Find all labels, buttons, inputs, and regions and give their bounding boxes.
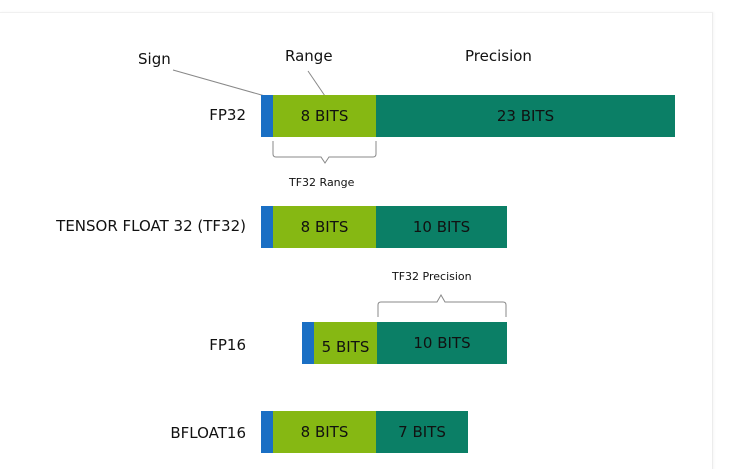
tf32-range-label: TF32 Range (289, 176, 355, 189)
range-pointer-line (307, 70, 326, 97)
tf32-sign-segment (261, 206, 273, 248)
range-header: Range (285, 47, 333, 65)
tf32-precision-bracket (377, 293, 507, 317)
row-label-bfloat16: BFLOAT16 (170, 424, 246, 442)
bfloat16-mantissa-segment: 7 BITS (376, 411, 468, 453)
tf32-mantissa-segment: 10 BITS (376, 206, 507, 248)
fp16-mantissa-segment: 10 BITS (377, 322, 507, 364)
row-label-fp16: FP16 (209, 336, 246, 354)
fp16-exponent-segment: 5 BITS (314, 322, 377, 364)
precision-header: Precision (465, 47, 532, 65)
sign-pointer-line (172, 69, 266, 97)
fp32-sign-segment (261, 95, 273, 137)
sign-header: Sign (138, 50, 171, 68)
tf32-range-bracket (272, 141, 377, 164)
fp32-mantissa-segment: 23 BITS (376, 95, 675, 137)
row-label-tf32: TENSOR FLOAT 32 (TF32) (56, 217, 246, 235)
fp16-sign-segment (302, 322, 314, 364)
tf32-precision-label: TF32 Precision (392, 270, 472, 283)
bfloat16-exponent-segment: 8 BITS (273, 411, 376, 453)
row-label-fp32: FP32 (209, 106, 246, 124)
bfloat16-sign-segment (261, 411, 273, 453)
tf32-exponent-segment: 8 BITS (273, 206, 376, 248)
fp32-exponent-segment: 8 BITS (273, 95, 376, 137)
